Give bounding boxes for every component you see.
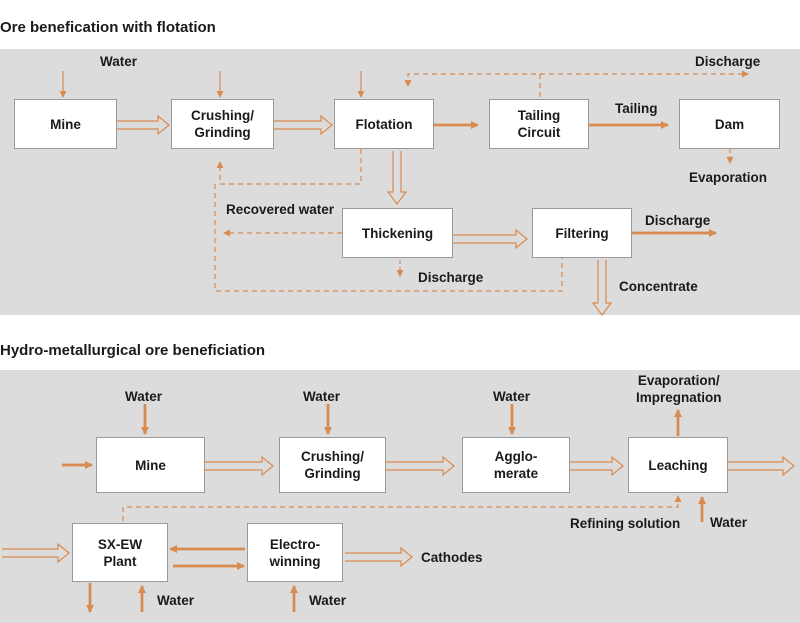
box-filtering: Filtering <box>532 208 632 258</box>
hollow-arrow-crushing-agglomerate <box>386 455 455 477</box>
label-water-sxew: Water <box>157 593 195 608</box>
box-crushing-grinding: Crushing/ Grinding <box>171 99 274 149</box>
hollow-arrow-agglomerate-leaching <box>570 455 624 477</box>
label-water-electrowinning: Water <box>309 593 347 608</box>
box-thickening: Thickening <box>342 208 453 258</box>
hydro-section-title: Hydro-metallurgical ore beneficiation <box>0 342 266 359</box>
hollow-arrow-crushing-flotation <box>274 114 333 136</box>
label-water-crushing: Water <box>303 389 341 404</box>
hollow-arrow-mine-crushing-2 <box>205 455 274 477</box>
flotation-section-title: Ore benefication with flotation <box>0 19 216 36</box>
box-agglomerate: Agglo- merate <box>462 437 570 493</box>
hollow-arrow-concentrate <box>591 260 613 316</box>
label-cathodes: Cathodes <box>421 550 483 565</box>
hollow-arrow-cathodes <box>345 546 413 568</box>
hollow-arrow-mine-crushing <box>117 114 170 136</box>
hollow-arrow-thickening-filtering <box>453 228 528 250</box>
label-discharge-top: Discharge <box>695 54 761 69</box>
box-tailing-circuit: Tailing Circuit <box>489 99 589 149</box>
box-leaching: Leaching <box>628 437 728 493</box>
box-flotation: Flotation <box>334 99 434 149</box>
label-concentrate: Concentrate <box>619 279 698 294</box>
box-electrowinning: Electro- winning <box>247 523 343 582</box>
label-discharge-bottom: Discharge <box>418 270 484 285</box>
box-sxew-plant: SX-EW Plant <box>72 523 168 582</box>
box-crushing-grinding-hydro: Crushing/ Grinding <box>279 437 386 493</box>
label-evaporation-impregnation: Evaporation/ Impregnation <box>636 373 722 405</box>
label-refining-solution: Refining solution <box>570 516 681 531</box>
box-mine: Mine <box>14 99 117 149</box>
label-water-agglomerate: Water <box>493 389 531 404</box>
hollow-arrow-flotation-thickening <box>386 151 408 205</box>
label-evaporation: Evaporation <box>689 170 768 185</box>
box-dam: Dam <box>679 99 780 149</box>
label-water: Water <box>100 54 138 69</box>
label-discharge-filtering: Discharge <box>645 213 711 228</box>
box-mine-hydro: Mine <box>96 437 205 493</box>
hollow-arrow-leaching-out <box>728 455 795 477</box>
hollow-arrow-into-sxew <box>2 542 70 564</box>
label-tailing: Tailing <box>615 101 658 116</box>
label-water-leaching: Water <box>710 515 748 530</box>
label-recovered-water: Recovered water <box>226 202 335 217</box>
label-water-mine: Water <box>125 389 163 404</box>
